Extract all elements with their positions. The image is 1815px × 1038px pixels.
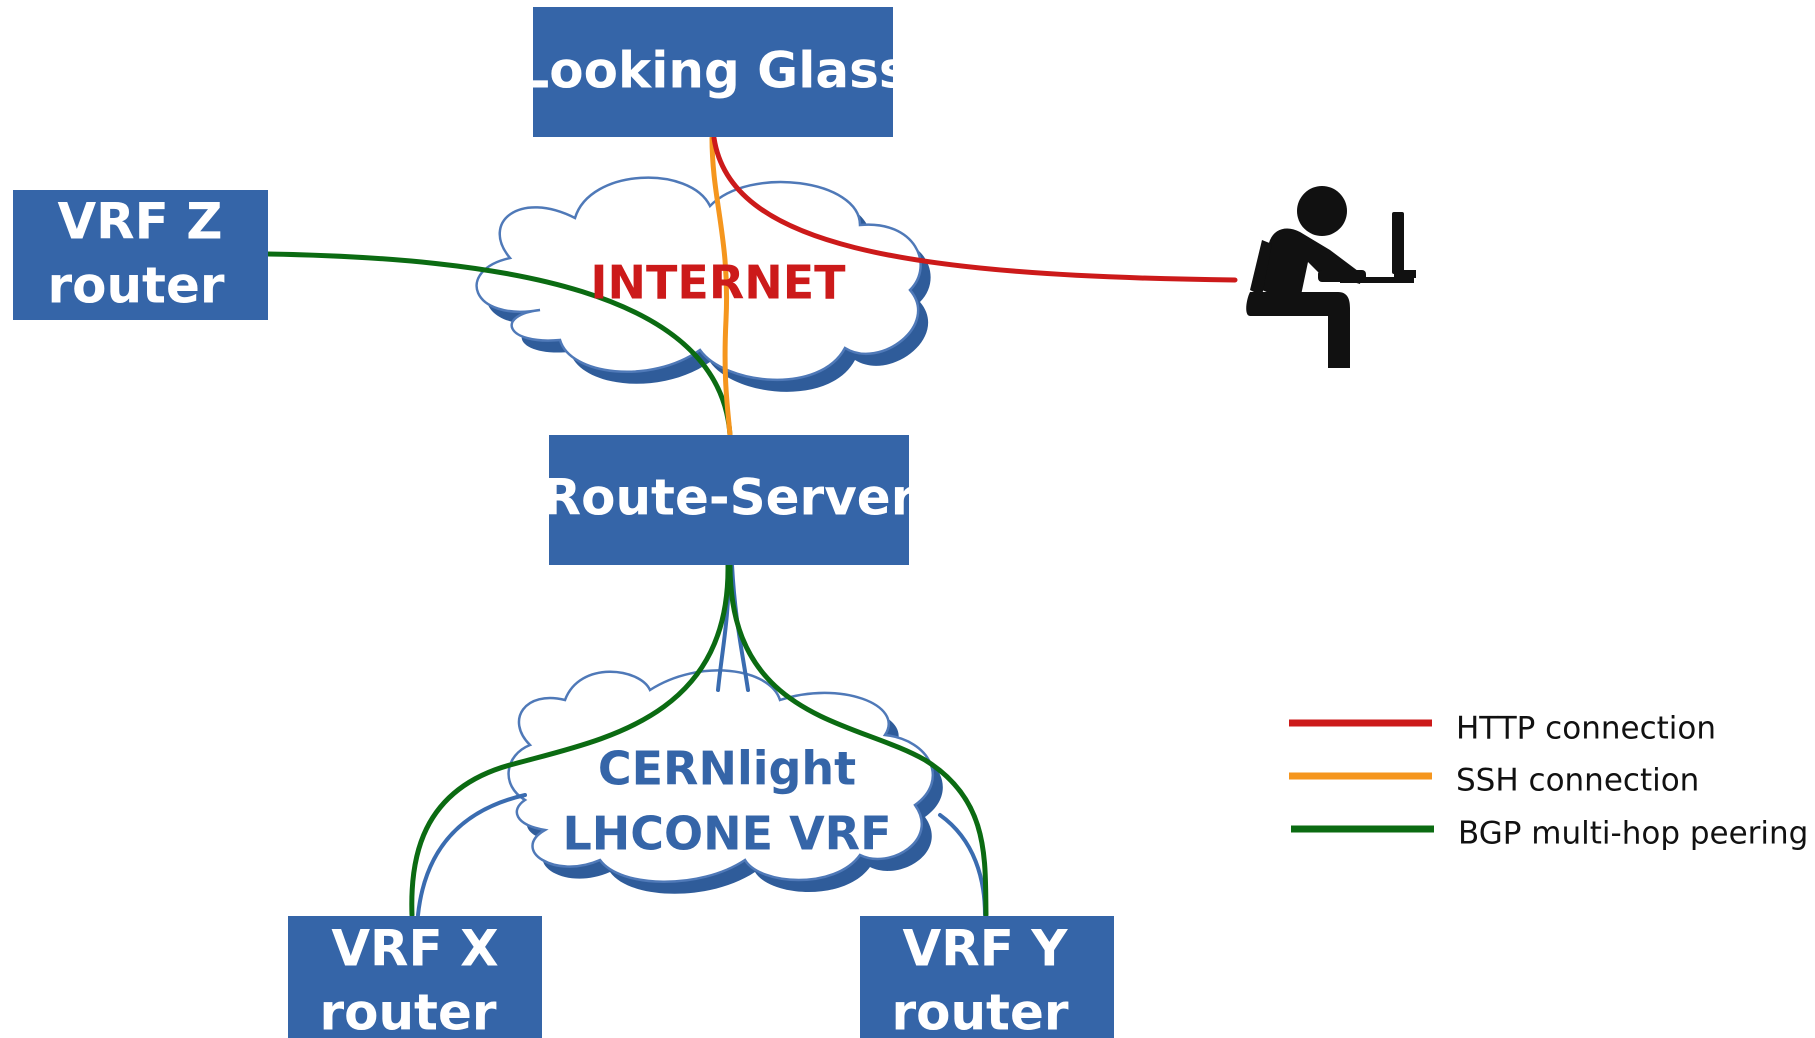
vrf-y-label-line2: router [891,984,1068,1038]
bgp-line-vrfz-routeserver [265,251,733,438]
legend: HTTP connection SSH connection BGP multi… [1289,711,1808,852]
desk [1340,277,1414,283]
vrf-x-box [288,916,542,1038]
user-chair-back [1250,240,1272,296]
route-server-node: Route-Server [543,435,916,565]
http-line-lookingglass-user [711,135,1238,283]
vrf-z-node: VRF Z router [13,190,268,320]
monitor-stand [1394,270,1416,278]
bgp-line-routeserver-vrfx [409,562,731,918]
legend-label-bgp: BGP multi-hop peering [1458,816,1808,852]
physical-link-cernlight-vrfx [416,793,527,917]
legend-label-ssh: SSH connection [1456,763,1699,799]
looking-glass-node: Looking Glass [517,7,909,137]
internet-cloud [475,176,931,392]
bgp-peering-lines [265,251,989,918]
cernlight-cloud [507,669,943,894]
vrf-z-label-line2: router [47,257,224,315]
user-torso-arm [1262,228,1362,300]
vrf-z-label-line1: VRF Z [57,193,222,251]
vrf-z-box [13,190,268,320]
vrf-y-label-line1: VRF Y [903,920,1069,978]
looking-glass-box [533,7,893,137]
looking-glass-label: Looking Glass [517,42,908,100]
internet-cloud-body [475,176,922,381]
ssh-line-lookingglass-routeserver [709,135,733,438]
user-leg [1246,292,1350,368]
vrf-y-node: VRF Y router [860,916,1114,1038]
internet-label: INTERNET [590,256,846,310]
vrf-y-box [860,916,1114,1038]
user-head [1297,186,1347,236]
vrf-x-node: VRF X router [288,916,542,1038]
vrf-x-label-line1: VRF X [331,920,498,978]
bgp-line-routeserver-vrfy [727,562,989,918]
vrf-x-label-line2: router [319,984,496,1038]
person-at-computer-icon [1246,186,1416,368]
cernlight-label-line1: CERNlight [598,742,856,796]
route-server-label: Route-Server [543,469,916,527]
legend-label-http: HTTP connection [1456,711,1716,747]
route-server-box [549,435,909,565]
cernlight-label-line2: LHCONE VRF [562,807,891,861]
monitor-screen [1392,212,1404,274]
